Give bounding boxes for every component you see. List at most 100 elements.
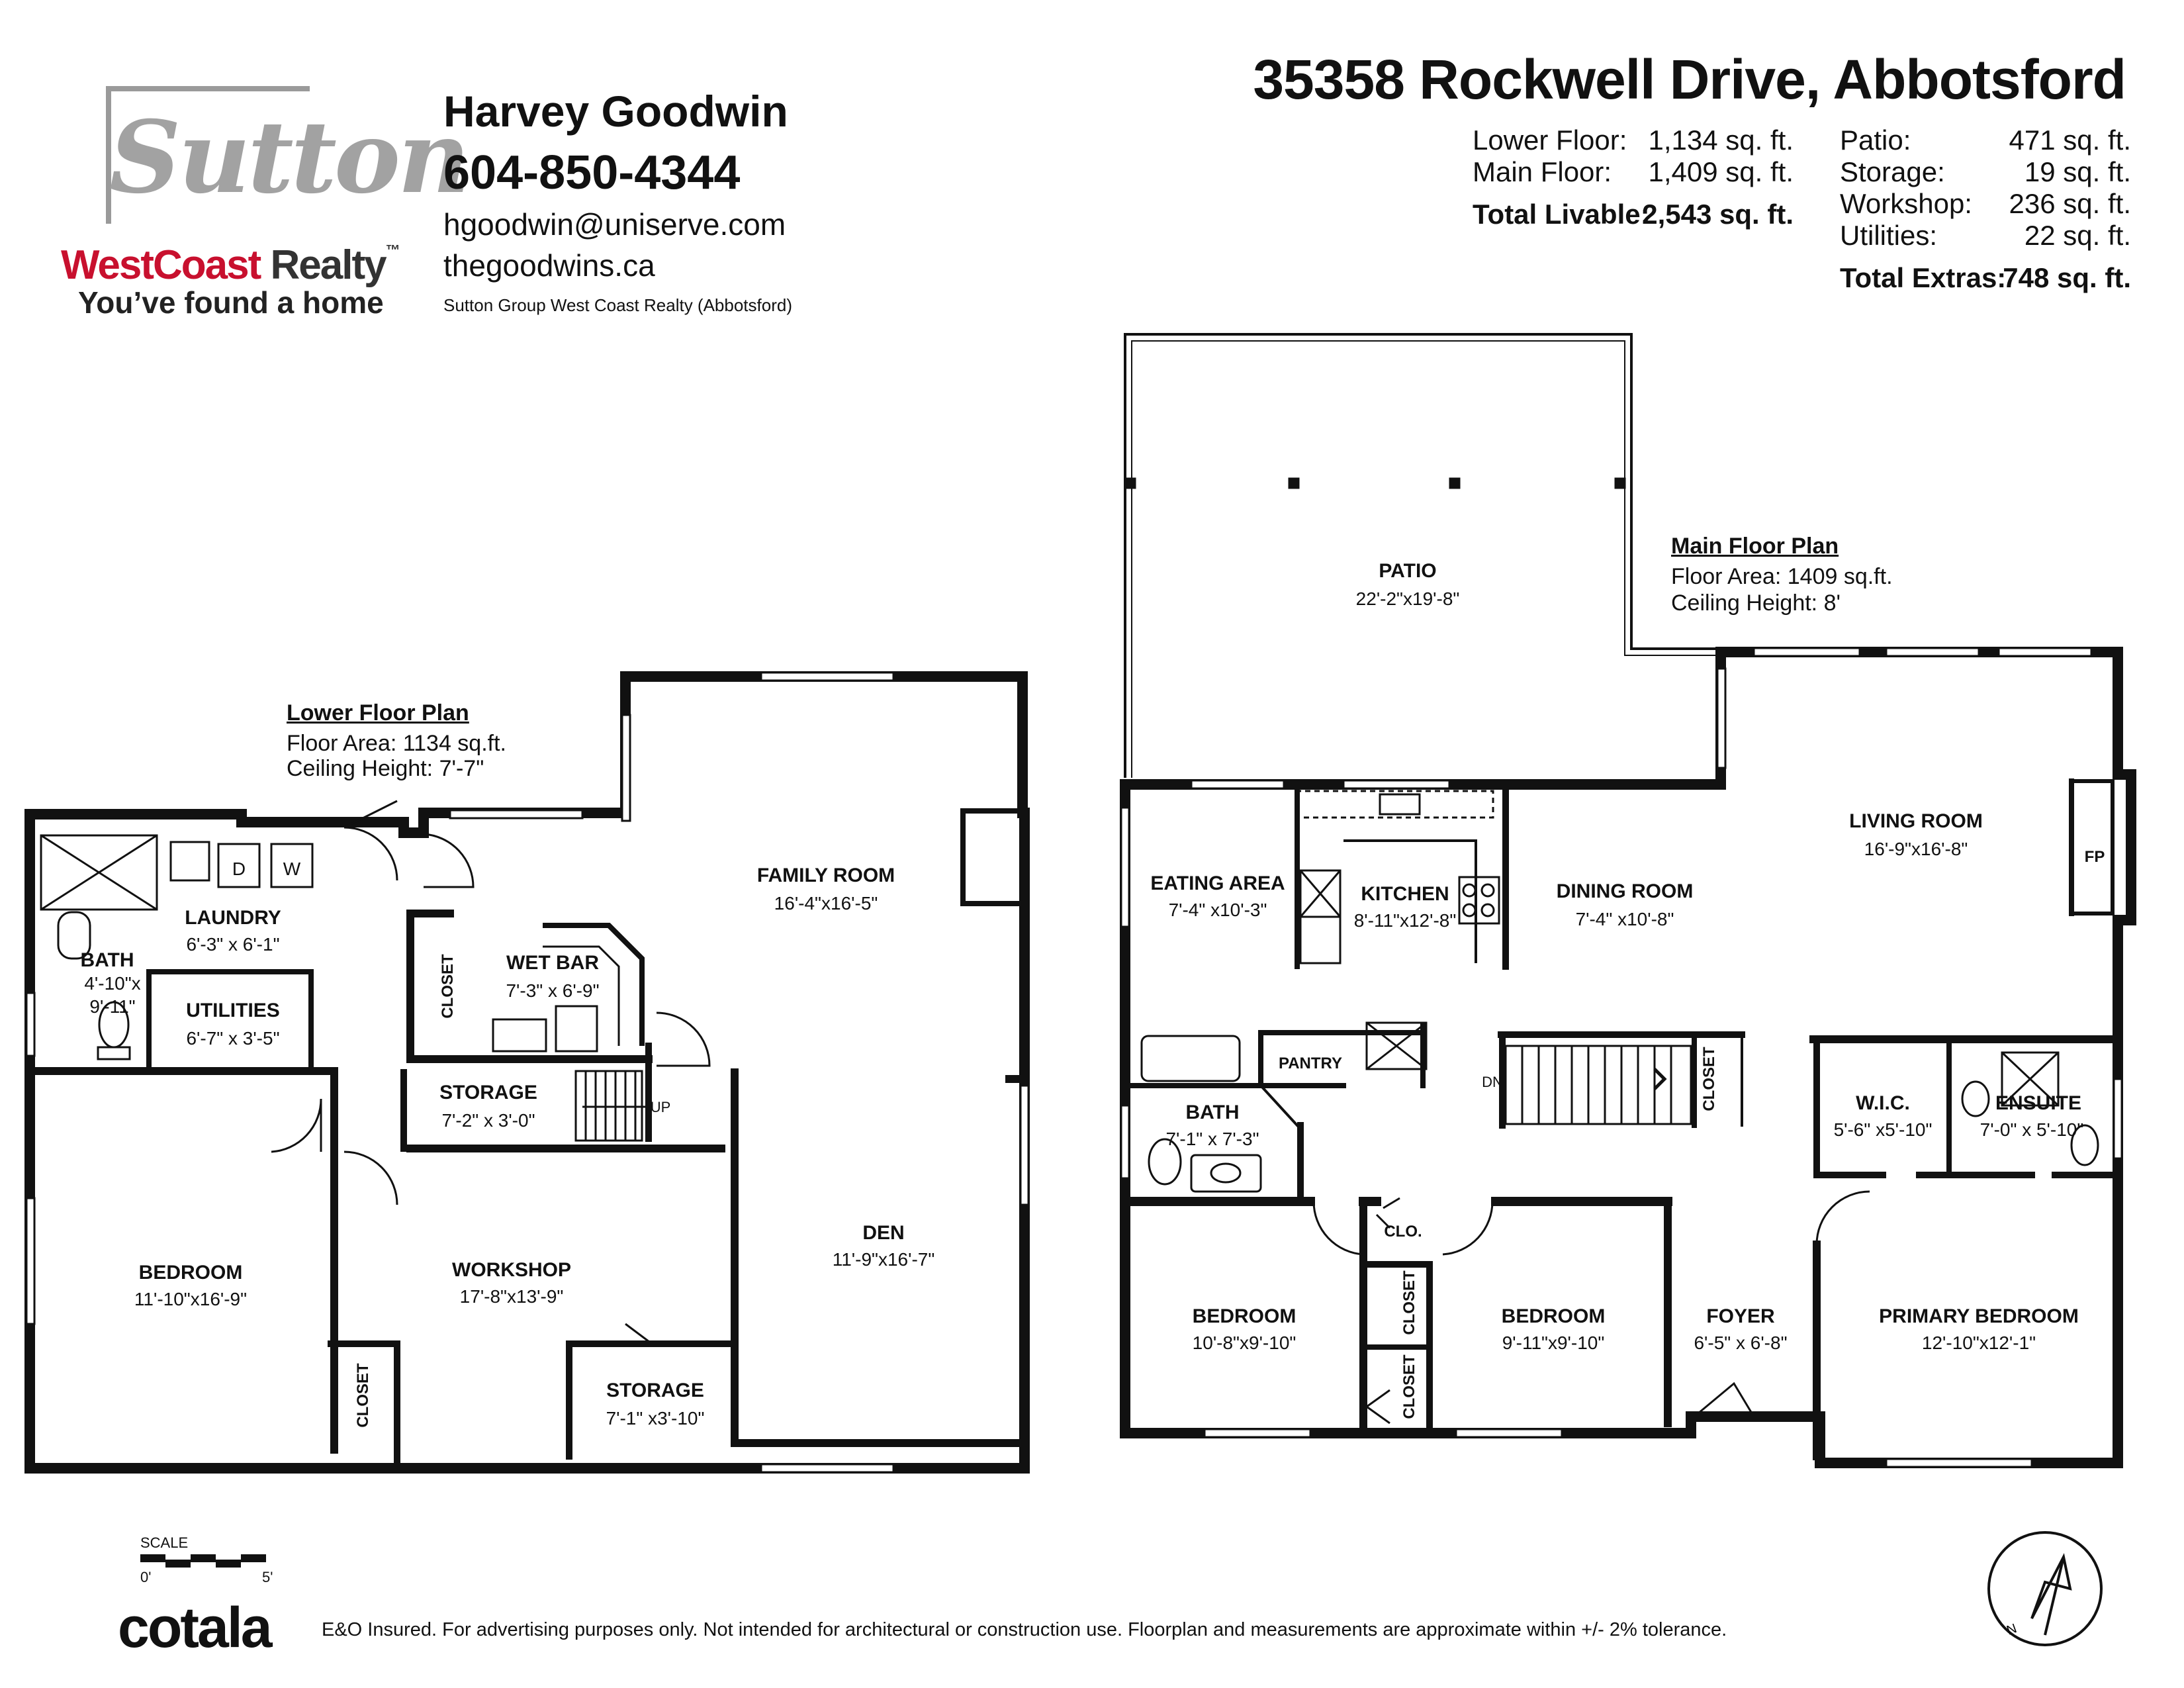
washer-label: W	[283, 859, 301, 879]
kitchen-cooktop	[1299, 869, 1342, 918]
primary-bedroom-label: PRIMARY BEDROOM	[1879, 1305, 2079, 1327]
lower-toilet-tank	[97, 1046, 131, 1060]
lower-shower-x2	[40, 834, 158, 911]
lower-closet-2-label: CLOSET	[354, 1363, 372, 1428]
tm-mark: ™	[385, 242, 400, 258]
main-floor-label: Main Floor:	[1473, 156, 1612, 187]
den-dim: 11'-9"x16'-7"	[833, 1249, 935, 1270]
lower-bath-dim2: 9'-11"	[89, 996, 135, 1017]
lower-plan-title: Lower Floor Plan	[287, 700, 469, 726]
fireplace-label: FP	[2085, 848, 2105, 866]
scale-bar	[140, 1554, 266, 1568]
ensuite-sink	[1961, 1080, 1990, 1117]
dryer-label: D	[232, 859, 246, 879]
lower-storage-2-label: STORAGE	[606, 1380, 704, 1401]
eating-area-dim: 7'-4" x10'-3"	[1169, 900, 1267, 920]
utilities-value: 22 sq. ft.	[2024, 220, 2131, 251]
laundry-label: LAUNDRY	[185, 907, 281, 929]
lower-fireplace	[960, 808, 1025, 906]
sutton-logo-word: Sutton	[109, 99, 470, 216]
foyer-dim: 6'-5" x 6'-8"	[1694, 1333, 1787, 1353]
kitchen-dim: 8'-11"x12'-8"	[1354, 910, 1457, 931]
main-plan-floor-area: Floor Area: 1409 sq.ft.	[1671, 564, 1893, 589]
storage-value: 19 sq. ft.	[2024, 156, 2131, 187]
kitchen-counter	[1343, 839, 1477, 963]
dining-room-label: DINING ROOM	[1557, 880, 1694, 902]
wetbar-counter	[543, 923, 645, 1046]
dryer-box	[217, 843, 261, 888]
wic-label: W.I.C.	[1856, 1092, 1910, 1114]
living-room-dim: 16'-9"x16'-8"	[1864, 839, 1968, 859]
main-bath-dim: 7'-1" x 7'-3"	[1165, 1129, 1259, 1149]
lower-storage-1-dim: 7'-2" x 3'-0"	[441, 1110, 535, 1131]
wetbar-counter-inner	[543, 945, 620, 1046]
wetbar-sink	[492, 1018, 547, 1053]
patio-label: Patio:	[1840, 124, 1911, 156]
main-floor-labels: PATIO 22'-2"x19'-8" EATING AREA 7'-4" x1…	[1150, 560, 2105, 1419]
kitchen-label: KITCHEN	[1361, 883, 1449, 905]
bedroom-closet-b-label: CLOSET	[1400, 1354, 1418, 1419]
total-extras-value: 748 sq. ft.	[2003, 262, 2131, 293]
wetbar-appliance	[555, 1005, 598, 1053]
den-label: DEN	[862, 1222, 904, 1244]
dining-room-dim: 7'-4" x10'-8"	[1576, 909, 1674, 929]
lower-floor-walls	[24, 671, 1030, 1474]
lower-storage-1-label: STORAGE	[439, 1082, 537, 1103]
utilities-label: Utilities:	[1840, 220, 1938, 251]
main-toilet	[1148, 1138, 1182, 1186]
total-extras-label: Total Extras:	[1840, 262, 2007, 293]
main-dn-label: DN	[1482, 1074, 1503, 1090]
lower-sink	[57, 911, 91, 960]
lower-floor-value: 1,134 sq. ft.	[1648, 124, 1794, 156]
lower-bedroom-label: BEDROOM	[139, 1262, 243, 1284]
eating-area-label: EATING AREA	[1150, 872, 1285, 894]
lower-floor-fixtures	[40, 808, 1025, 1060]
ensuite-shower	[2001, 1051, 2060, 1107]
patio-label: PATIO	[1379, 560, 1436, 582]
north-label: N	[2005, 1621, 2019, 1638]
property-address: 35358 Rockwell Drive, Abbotsford	[1253, 48, 2126, 111]
stair-closet-label: CLOSET	[1700, 1047, 1718, 1111]
washer-box	[270, 843, 314, 888]
agent-name: Harvey Goodwin	[443, 87, 788, 136]
lower-doors	[271, 800, 711, 1345]
storage-label: Storage:	[1840, 156, 1945, 187]
north-arrow-icon	[1987, 1531, 2103, 1646]
patio-dim: 22'-2"x19'-8"	[1356, 588, 1460, 609]
wetbar-dim: 7'-3" x 6'-9"	[506, 980, 599, 1001]
lower-floor-label: Lower Floor:	[1473, 124, 1627, 156]
main-bedroom-1-label: BEDROOM	[1193, 1305, 1297, 1327]
cotala-logo: cotala	[118, 1596, 273, 1660]
lower-bedroom-dim: 11'-10"x16'-9"	[134, 1289, 247, 1309]
bedroom-closet-a-label: CLOSET	[1400, 1270, 1418, 1335]
workshop-value: 236 sq. ft.	[2009, 188, 2131, 219]
lower-up-label: UP	[651, 1099, 671, 1115]
main-floor-value: 1,409 sq. ft.	[1648, 156, 1794, 187]
primary-bedroom-dim: 12'-10"x12'-1"	[1922, 1333, 2036, 1353]
main-bedroom-2-dim: 9'-11"x9'-10"	[1502, 1333, 1605, 1353]
total-livable-value: 2,543 sq. ft.	[1642, 199, 1794, 230]
lower-shower	[40, 834, 158, 911]
workshop-label: WORKSHOP	[452, 1259, 571, 1281]
ensuite-label: ENSUITE	[1995, 1092, 2081, 1114]
clo-label: CLO.	[1384, 1223, 1422, 1241]
scale-end: 5'	[262, 1569, 273, 1585]
main-bedroom-2-label: BEDROOM	[1502, 1305, 1606, 1327]
lower-storage-2-dim: 7'-1" x3'-10"	[606, 1408, 705, 1429]
patio-value: 471 sq. ft.	[2009, 124, 2131, 156]
main-stairs	[1504, 1045, 1692, 1125]
laundry-dim: 6'-3" x 6'-1"	[186, 934, 279, 955]
agent-phone: 604-850-4344	[443, 146, 741, 199]
total-livable-label: Total Livable:	[1473, 199, 1650, 230]
pantry-label: PANTRY	[1279, 1055, 1342, 1072]
wetbar-label: WET BAR	[506, 952, 599, 974]
lower-floor-labels: LAUNDRY 6'-3" x 6'-1" BATH 4'-10"x 9'-11…	[80, 859, 934, 1429]
lower-plan-floor-area: Floor Area: 1134 sq.ft.	[287, 731, 506, 756]
workshop-label: Workshop:	[1840, 188, 1972, 219]
laundry-sink	[169, 841, 210, 882]
main-bedroom-1-dim: 10'-8"x9'-10"	[1193, 1333, 1297, 1353]
lower-stairs	[574, 1070, 645, 1142]
sutton-logo-frame	[106, 86, 310, 224]
patio-outline	[1124, 333, 1721, 778]
